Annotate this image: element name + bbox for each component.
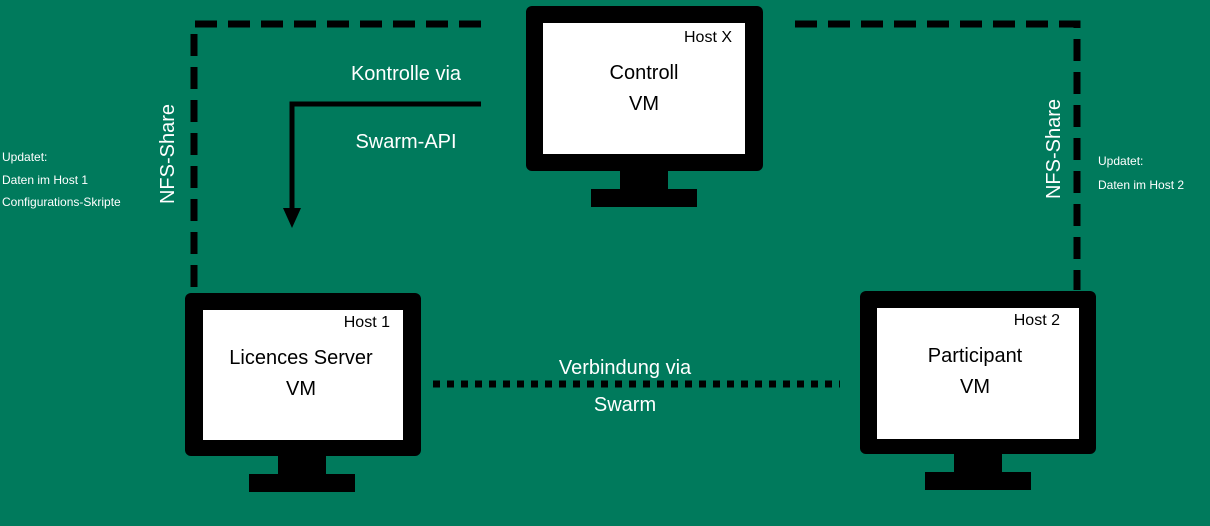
monitor-neck xyxy=(620,171,668,193)
control-arrow-head xyxy=(283,208,301,228)
vm-type: VM xyxy=(629,93,659,115)
monitor-neck xyxy=(278,456,326,478)
note-line: Updatet: xyxy=(2,150,47,164)
monitor-screen xyxy=(877,308,1079,439)
nfs-share-connector xyxy=(190,20,1081,290)
monitor-screen xyxy=(203,310,403,440)
host-label: Host 2 xyxy=(1014,312,1060,329)
control-label-line2: Swarm-API xyxy=(355,131,456,153)
note-line: Daten im Host 2 xyxy=(1098,178,1184,192)
nfs-right-dashed-line xyxy=(795,20,1081,290)
note-line: Updatet: xyxy=(1098,154,1143,168)
note-line: Configurations-Skripte xyxy=(2,195,121,209)
nfs-right-notes: Updatet: Daten im Host 2 xyxy=(1098,154,1184,192)
vm-type: VM xyxy=(960,376,990,398)
note-line: Daten im Host 1 xyxy=(2,173,88,187)
control-arrow xyxy=(283,101,481,228)
swarm-label-line2: Swarm xyxy=(594,394,656,416)
monitor-neck xyxy=(954,454,1002,476)
vm-type: VM xyxy=(286,378,316,400)
monitor-host-2: Host 2 Participant VM xyxy=(860,291,1096,490)
monitor-host-x: Host X Controll VM xyxy=(526,6,763,207)
control-arrow-line xyxy=(289,101,481,210)
nfs-right-label: NFS-Share xyxy=(1043,99,1065,199)
host-label: Host 1 xyxy=(344,314,390,331)
nfs-left-label: NFS-Share xyxy=(157,104,179,204)
nfs-left-notes: Updatet: Daten im Host 1 Configurations-… xyxy=(2,150,121,209)
monitor-host-1: Host 1 Licences Server VM xyxy=(185,293,421,492)
control-label-line1: Kontrolle via xyxy=(351,63,462,85)
nfs-left-dashed-line xyxy=(190,20,481,290)
monitor-base xyxy=(591,189,697,207)
swarm-label-line1: Verbindung via xyxy=(559,357,692,379)
vm-name: Licences Server xyxy=(229,347,373,369)
monitor-base xyxy=(249,474,355,492)
host-label: Host X xyxy=(684,29,732,46)
monitor-screen xyxy=(543,23,745,154)
vm-name: Participant xyxy=(928,345,1023,367)
vm-name: Controll xyxy=(610,62,679,84)
monitor-base xyxy=(925,472,1031,490)
